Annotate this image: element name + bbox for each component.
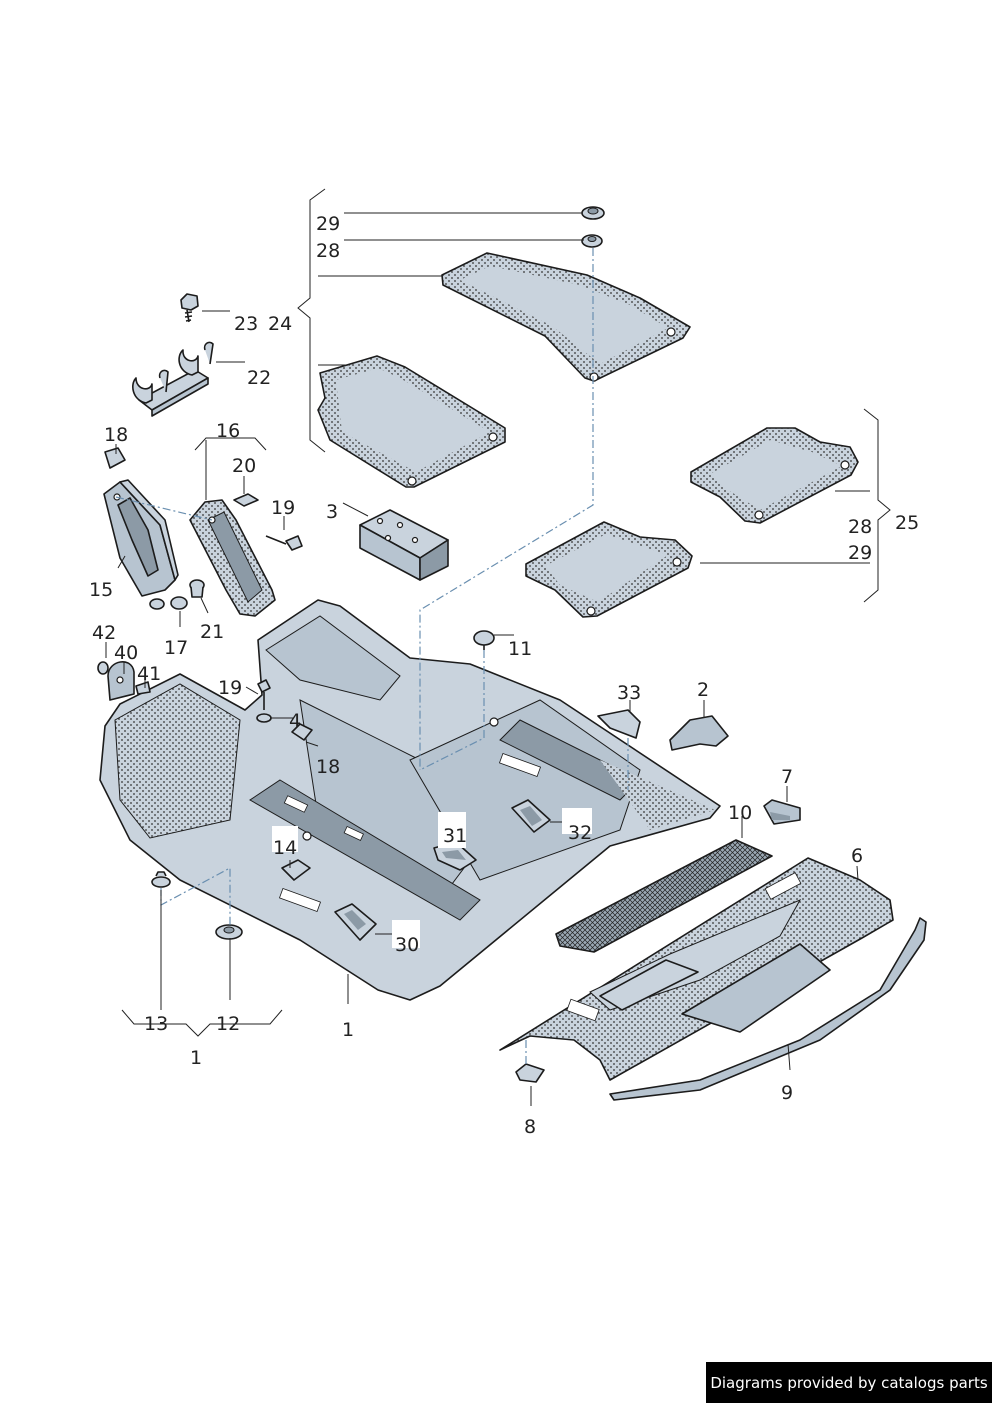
plug-21 <box>189 579 205 598</box>
fastener-13 <box>151 871 171 888</box>
mat-fastener-28 <box>581 234 603 248</box>
label-18-top: 18 <box>104 424 128 446</box>
label-28-right: 28 <box>848 516 872 538</box>
label-1-group: 1 <box>190 1047 202 1069</box>
label-4: 4 <box>289 710 301 732</box>
cover-33 <box>597 709 641 739</box>
grommet-30 <box>334 903 377 941</box>
label-6: 6 <box>851 845 863 867</box>
label-15: 15 <box>89 579 113 601</box>
attribution-text: Diagrams provided by catalogs parts <box>710 1373 988 1392</box>
clip-20 <box>233 493 259 507</box>
assembly-centerlines <box>115 248 629 1066</box>
front-left-floor-mat <box>317 355 506 488</box>
nut-17 <box>149 596 188 610</box>
label-41: 41 <box>137 663 161 685</box>
label-33: 33 <box>617 682 641 704</box>
label-7: 7 <box>781 766 793 788</box>
grommet-32 <box>511 799 551 833</box>
screw-41 <box>135 681 151 695</box>
label-31: 31 <box>443 825 467 847</box>
label-19-top: 19 <box>271 497 295 519</box>
label-19-lower: 19 <box>218 677 242 699</box>
label-30: 30 <box>395 934 419 956</box>
label-17: 17 <box>164 637 188 659</box>
clip-7 <box>763 799 801 825</box>
clip-42 <box>97 661 109 675</box>
attribution-footer: Diagrams provided by catalogs parts <box>706 1362 992 1403</box>
label-1-carpet: 1 <box>342 1019 354 1041</box>
clip-18-lower <box>291 723 313 741</box>
bracket-40 <box>107 661 135 701</box>
label-14: 14 <box>273 837 297 859</box>
label-9: 9 <box>781 1082 793 1104</box>
label-42: 42 <box>92 622 116 644</box>
label-25: 25 <box>895 512 919 534</box>
label-11: 11 <box>508 638 532 660</box>
screw-19-lower <box>256 679 272 723</box>
label-3: 3 <box>326 501 338 523</box>
accelerator-footrest <box>189 499 276 617</box>
grommet-31 <box>433 841 477 871</box>
label-20: 20 <box>232 455 256 477</box>
screw-19-top <box>265 535 303 551</box>
fastener-12 <box>215 924 243 940</box>
label-12: 12 <box>216 1013 240 1035</box>
label-8: 8 <box>524 1116 536 1138</box>
label-32: 32 <box>568 822 592 844</box>
insulation-mat <box>555 839 773 953</box>
trim-strip-9 <box>609 917 927 1101</box>
mat-fastener-29 <box>581 206 605 220</box>
label-29-right: 29 <box>848 542 872 564</box>
floor-carpet <box>99 599 721 1001</box>
clip-14 <box>281 859 311 881</box>
label-40: 40 <box>114 642 138 664</box>
label-24: 24 <box>268 313 292 335</box>
clip-8 <box>515 1063 545 1083</box>
part-labels: 29 28 24 23 22 18 16 20 19 3 15 17 21 28… <box>89 213 919 1138</box>
plug-11 <box>473 630 495 650</box>
label-29-top: 29 <box>316 213 340 235</box>
bracket-2 <box>669 715 729 751</box>
label-18-lower: 18 <box>316 756 340 778</box>
retaining-bracket <box>132 341 214 417</box>
leader-lines <box>105 188 891 1106</box>
label-22: 22 <box>247 367 271 389</box>
label-28-top: 28 <box>316 240 340 262</box>
rear-right-floor-mat <box>690 427 859 524</box>
label-13: 13 <box>144 1013 168 1035</box>
label-23: 23 <box>234 313 258 335</box>
front-right-floor-mat <box>441 252 691 382</box>
label-21: 21 <box>200 621 224 643</box>
label-10: 10 <box>728 802 752 824</box>
support-bracket <box>359 509 449 581</box>
clip-18-top <box>104 447 126 469</box>
label-2: 2 <box>697 679 709 701</box>
label-16: 16 <box>216 420 240 442</box>
trunk-floor-trim <box>499 857 894 1081</box>
rear-left-floor-mat <box>525 521 693 618</box>
footrest-panel <box>103 479 179 597</box>
bracket-screw <box>180 293 199 323</box>
